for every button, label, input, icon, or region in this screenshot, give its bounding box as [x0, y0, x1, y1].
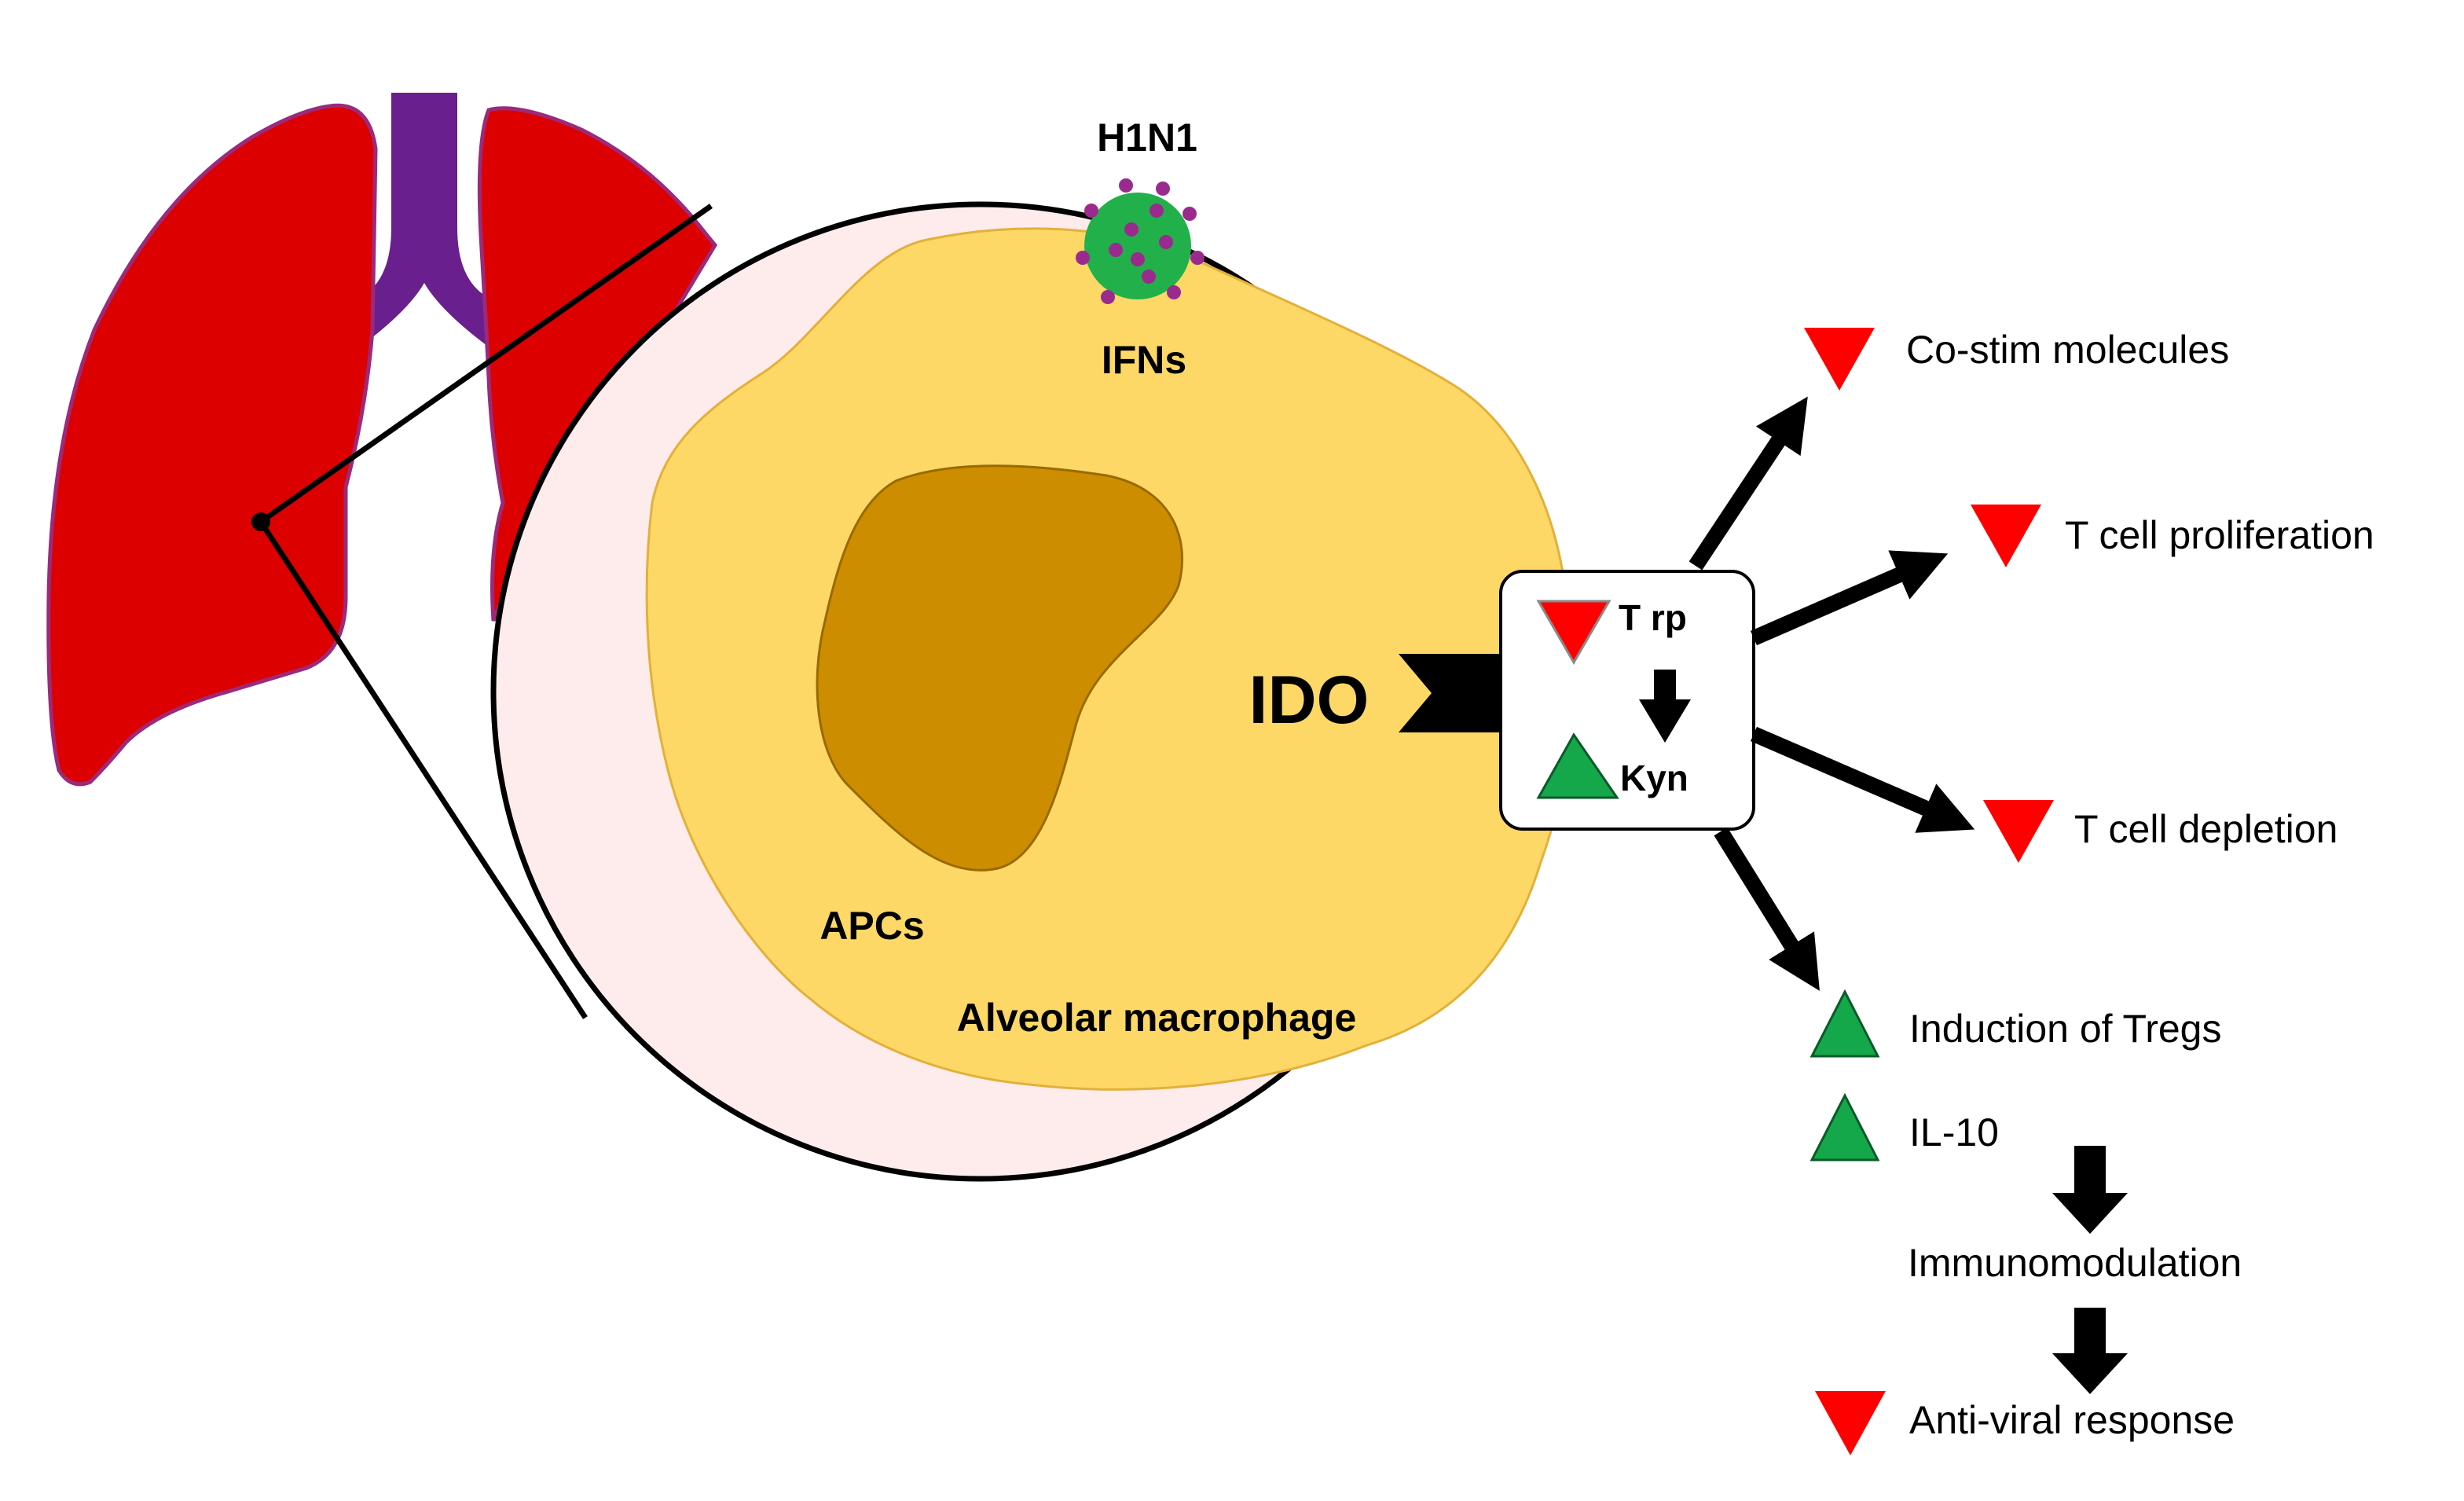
- depletion-down-marker: [1983, 800, 2054, 863]
- tregs-label: Induction of Tregs: [1909, 1007, 2221, 1051]
- ido-arrow: [1399, 654, 1502, 732]
- zoom-line-bottom: [258, 520, 588, 1019]
- left-lung: [46, 103, 378, 787]
- immunomodulation-to-antiviral-arrow: [2052, 1308, 2128, 1394]
- virus-label: H1N1: [1097, 116, 1197, 160]
- nucleus: [816, 464, 1184, 872]
- proliferation-label: T cell proliferation: [2065, 513, 2374, 557]
- costim-label: Co-stim molecules: [1906, 328, 2229, 372]
- depletion-label: T cell depletion: [2074, 807, 2338, 851]
- ido-label: IDO: [1249, 662, 1370, 738]
- zoom-line-top: [258, 204, 713, 524]
- costim-down-marker: [1804, 328, 1875, 391]
- macrophage-label: Alveolar macrophage: [957, 996, 1357, 1040]
- tregs-up-marker: [1810, 989, 1880, 1058]
- zoom-point: [251, 512, 270, 531]
- kyn-label: Kyn: [1620, 758, 1688, 798]
- kyn-up-marker: [1536, 732, 1619, 799]
- antiviral-label: Anti-viral response: [1909, 1398, 2235, 1442]
- trp-label: T rp: [1619, 597, 1687, 638]
- il10-label: IL-10: [1909, 1110, 1999, 1154]
- trp-to-kyn-arrow: [1639, 670, 1691, 743]
- il10-to-immunomodulation-arrow: [2052, 1146, 2128, 1234]
- immunomodulation-label: Immunomodulation: [1908, 1241, 2242, 1285]
- effect-arrows: [1688, 396, 1975, 991]
- apcs-label: APCs: [820, 904, 924, 948]
- ifn-label: IFNs: [1102, 338, 1186, 382]
- proliferation-down-marker: [1971, 505, 2041, 567]
- arrow-depletion: [1751, 726, 1975, 833]
- h1n1-virus-icon: [1076, 178, 1204, 304]
- trachea: [361, 93, 487, 346]
- arrow-costim: [1688, 396, 1808, 571]
- arrow-tregs: [1714, 827, 1820, 991]
- arrow-proliferation: [1751, 550, 1949, 646]
- il10-up-marker: [1810, 1092, 1880, 1162]
- antiviral-down-marker: [1815, 1391, 1886, 1455]
- trp-down-marker: [1536, 600, 1612, 666]
